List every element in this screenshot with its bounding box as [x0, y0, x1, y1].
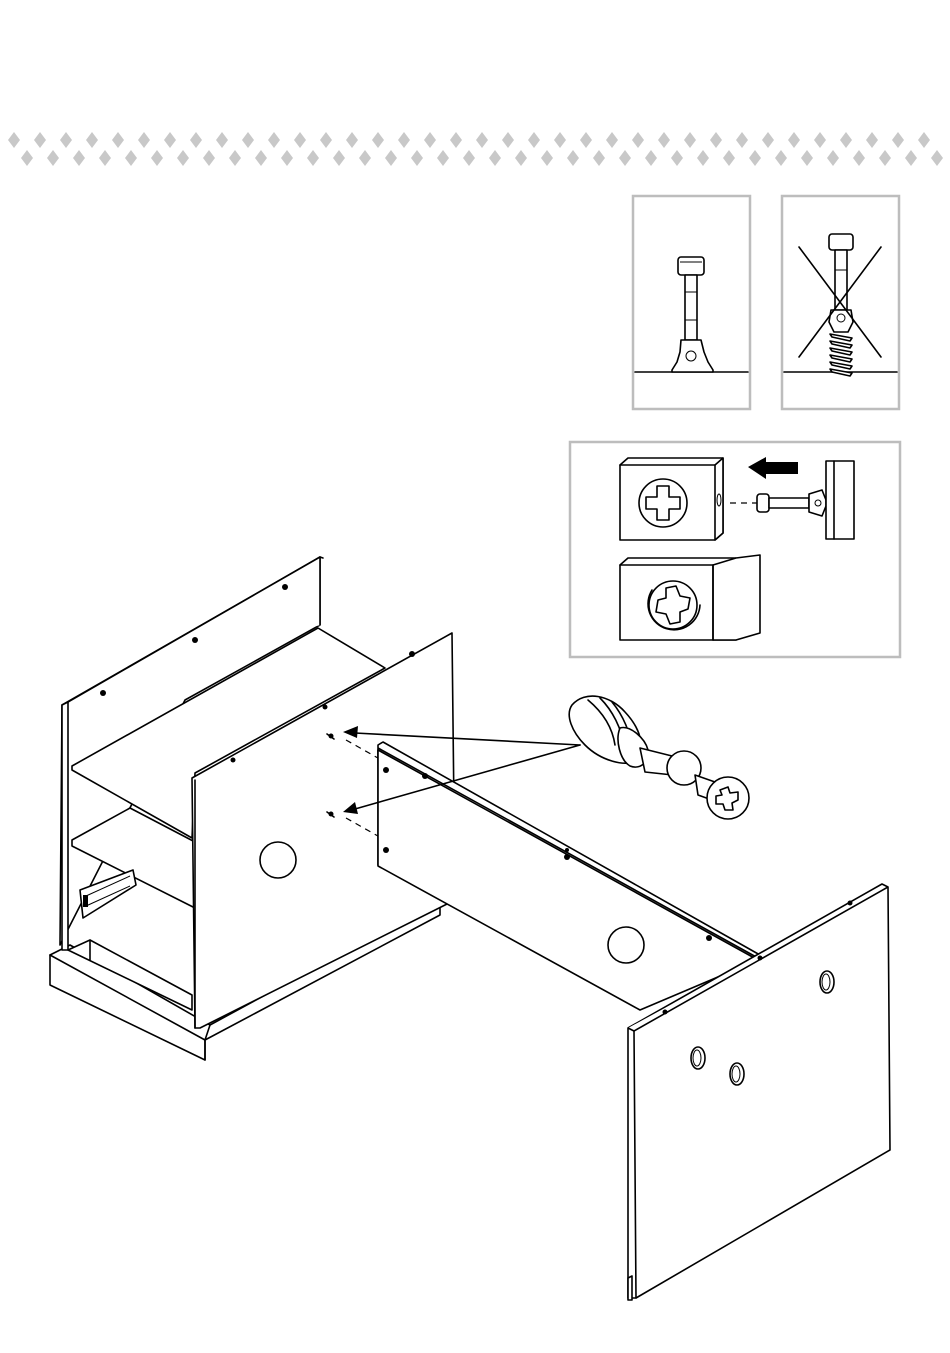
diamond-mark	[203, 150, 215, 166]
cam-lock	[569, 696, 749, 819]
diamond-mark	[320, 132, 332, 148]
diamond-mark	[840, 132, 852, 148]
diamond-mark	[255, 150, 267, 166]
diamond-mark	[307, 150, 319, 166]
diamond-mark	[801, 150, 813, 166]
diamond-mark	[138, 132, 150, 148]
diamond-mark	[541, 150, 553, 166]
diamond-mark	[281, 150, 293, 166]
diamond-mark	[294, 132, 306, 148]
diamond-mark	[476, 132, 488, 148]
diamond-mark	[21, 150, 33, 166]
diamond-mark	[619, 150, 631, 166]
diamond-mark	[814, 132, 826, 148]
diamond-mark	[853, 150, 865, 166]
diamond-mark	[164, 132, 176, 148]
diamond-mark	[359, 150, 371, 166]
diamond-mark	[528, 132, 540, 148]
diamond-mark	[333, 150, 345, 166]
diamond-mark	[554, 132, 566, 148]
diamond-mark	[671, 150, 683, 166]
diamond-mark	[34, 132, 46, 148]
diamond-mark	[892, 132, 904, 148]
diamond-mark	[437, 150, 449, 166]
diamond-mark	[684, 132, 696, 148]
diamond-mark	[606, 132, 618, 148]
diamond-mark	[385, 150, 397, 166]
inset-correct-bolt	[633, 196, 750, 409]
diamond-mark	[346, 132, 358, 148]
diamond-mark	[411, 150, 423, 166]
diamond-mark	[60, 132, 72, 148]
inset-cam-lock	[570, 442, 900, 657]
diamond-mark	[112, 132, 124, 148]
inset-incorrect-bolt	[782, 196, 899, 409]
diamond-mark	[788, 132, 800, 148]
diamond-mark	[190, 132, 202, 148]
diamond-mark	[710, 132, 722, 148]
diamond-mark	[918, 132, 930, 148]
diamond-mark	[879, 150, 891, 166]
diamond-mark	[580, 132, 592, 148]
diamond-mark	[827, 150, 839, 166]
diamond-mark	[749, 150, 761, 166]
diamond-mark	[177, 150, 189, 166]
diamond-mark	[268, 132, 280, 148]
diamond-mark	[775, 150, 787, 166]
diamond-mark	[632, 132, 644, 148]
diamond-mark	[515, 150, 527, 166]
diamond-mark	[73, 150, 85, 166]
diamond-mark	[372, 132, 384, 148]
cam-lock-turn-icon	[620, 555, 760, 640]
diamond-mark	[151, 150, 163, 166]
diamond-mark	[593, 150, 605, 166]
diamond-mark	[645, 150, 657, 166]
diamond-mark	[762, 132, 774, 148]
diamond-mark	[866, 132, 878, 148]
diamond-mark	[242, 132, 254, 148]
diamond-mark	[658, 132, 670, 148]
diamond-mark	[99, 150, 111, 166]
diamond-mark	[8, 132, 20, 148]
diamond-mark	[931, 150, 943, 166]
diamond-mark	[489, 150, 501, 166]
diamond-divider-band	[8, 132, 943, 166]
diamond-mark	[47, 150, 59, 166]
diamond-mark	[736, 132, 748, 148]
diamond-mark	[398, 132, 410, 148]
diamond-mark	[502, 132, 514, 148]
diamond-mark	[905, 150, 917, 166]
diamond-mark	[125, 150, 137, 166]
diamond-mark	[216, 132, 228, 148]
diamond-mark	[697, 150, 709, 166]
diamond-mark	[229, 150, 241, 166]
diamond-mark	[450, 132, 462, 148]
diamond-mark	[424, 132, 436, 148]
diamond-mark	[723, 150, 735, 166]
diamond-mark	[567, 150, 579, 166]
diamond-mark	[463, 150, 475, 166]
diamond-mark	[86, 132, 98, 148]
